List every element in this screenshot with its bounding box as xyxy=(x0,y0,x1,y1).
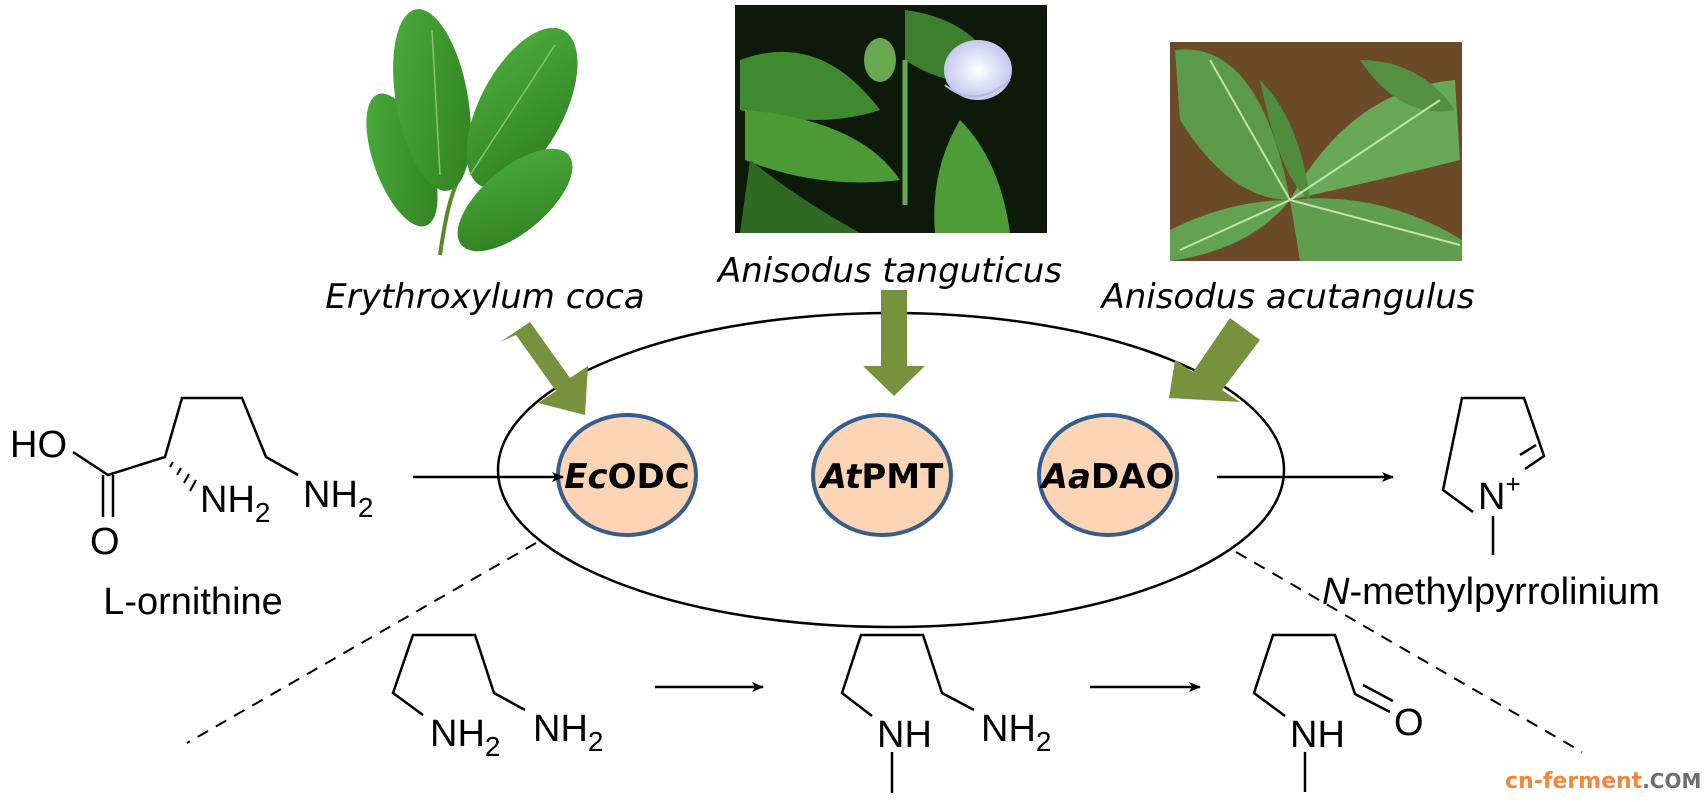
l-ornithine-structure: HO O NH2 NH2 xyxy=(10,396,373,563)
svg-text:AtPMT: AtPMT xyxy=(818,457,944,497)
species-label-anisodus-acutangulus: Anisodus acutangulus xyxy=(1099,277,1474,317)
enzyme-aadao: AaDAO xyxy=(1037,413,1179,537)
anisodus-tanguticus-flower-photo xyxy=(735,5,1047,233)
green-arrow-tanguticus xyxy=(863,290,925,396)
svg-text:NH2: NH2 xyxy=(533,708,603,757)
svg-text:AaDAO: AaDAO xyxy=(1039,457,1175,497)
intermediate-n-methylputrescine: NH NH2 xyxy=(840,633,1051,793)
watermark: cn-ferment.COM xyxy=(1505,769,1701,794)
svg-text:O: O xyxy=(90,521,120,563)
svg-text:HO: HO xyxy=(10,424,67,466)
enzyme-ecodc: EcODC xyxy=(556,413,698,537)
svg-text:NH2: NH2 xyxy=(430,713,500,762)
svg-text:NH: NH xyxy=(877,714,932,756)
svg-text:NH: NH xyxy=(1290,714,1345,756)
svg-text:O: O xyxy=(1394,702,1424,744)
product-label: N-methylpyrrolinium xyxy=(1322,571,1660,613)
green-arrow-coca xyxy=(500,322,588,415)
green-arrows xyxy=(500,290,1260,415)
svg-text:N+: N+ xyxy=(1478,469,1521,518)
svg-text:EcODC: EcODC xyxy=(564,457,689,497)
species-label-erythroxylum-coca: Erythroxylum coca xyxy=(325,277,644,317)
substrate-label: L-ornithine xyxy=(103,581,283,623)
green-arrow-acutangulus xyxy=(1169,318,1260,402)
dashed-line-left xyxy=(186,542,537,744)
svg-text:NH2: NH2 xyxy=(981,708,1051,757)
svg-text:NH2: NH2 xyxy=(200,479,270,528)
coca-leaves-photo xyxy=(366,0,613,270)
n-methylpyrrolinium-structure: N+ xyxy=(1441,396,1546,555)
dashed-line-right xyxy=(1235,551,1583,753)
anisodus-acutangulus-leaves-photo xyxy=(1170,42,1462,261)
intermediate-methylaminobutanal: NH O xyxy=(1252,633,1424,792)
intermediate-putrescine: NH2 NH2 xyxy=(391,633,603,762)
species-label-anisodus-tanguticus: Anisodus tanguticus xyxy=(716,251,1062,291)
svg-text:NH2: NH2 xyxy=(303,474,373,523)
enzyme-atpmt: AtPMT xyxy=(811,413,953,537)
